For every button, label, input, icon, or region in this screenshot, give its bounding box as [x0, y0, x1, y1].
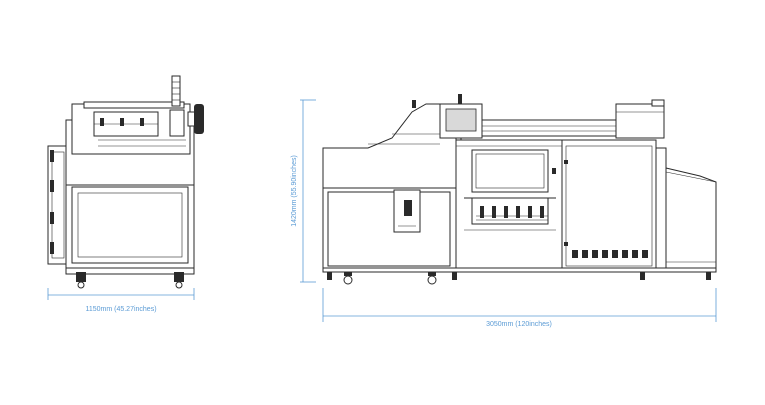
front-view: [322, 94, 717, 285]
front-width-label: 3050mm (120inches): [486, 321, 552, 328]
side-width-label: 1150mm (45.27inches): [85, 306, 156, 313]
side-width-dimension: 1150mm (45.27inches): [47, 288, 195, 313]
front-height-dimension: 1420mm (55.90inches): [291, 99, 316, 283]
front-height-label: 1420mm (55.90inches): [291, 155, 298, 227]
side-view: [47, 75, 204, 289]
front-width-dimension: 3050mm (120inches): [322, 288, 717, 328]
